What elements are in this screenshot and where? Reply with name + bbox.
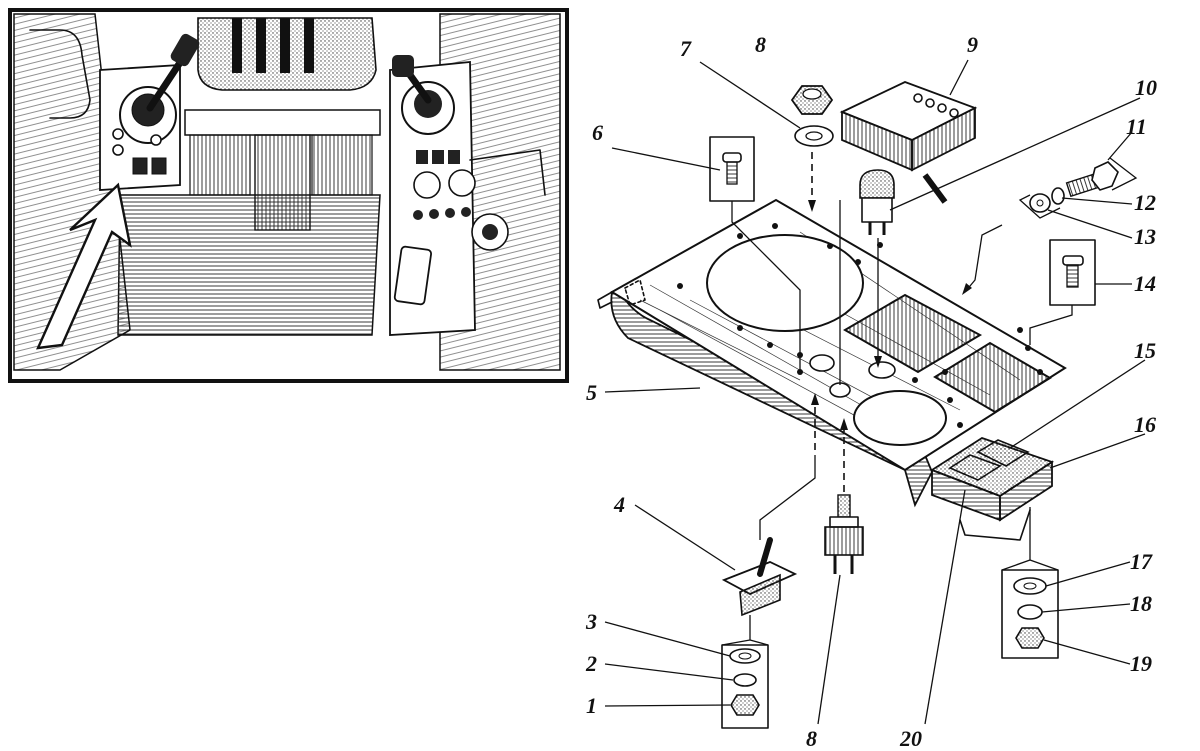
hole-lamp <box>868 361 896 379</box>
callout-10: 10 <box>1135 75 1157 100</box>
callout-labels: 1 2 3 4 5 6 7 8 8 9 10 11 12 13 14 15 16… <box>585 32 1157 751</box>
callout-13: 13 <box>1134 224 1156 249</box>
hole-toggle <box>809 354 835 372</box>
callout-9: 9 <box>967 32 978 57</box>
switch-opening-2 <box>933 341 1052 414</box>
part-15-16-20-rocker-switch <box>930 437 1059 571</box>
location-arrow <box>36 182 132 350</box>
gauge-opening <box>853 390 947 446</box>
part-10-warning-lamp <box>859 169 895 368</box>
callout-19: 19 <box>1130 651 1152 676</box>
fuse-box <box>393 245 432 306</box>
part-11-13-bolt-washers <box>962 157 1138 295</box>
tach-opening <box>706 234 864 332</box>
parts-1-3-fasteners <box>721 644 769 729</box>
callout-2: 2 <box>585 651 597 676</box>
floor-mat <box>117 194 381 336</box>
gauge-right <box>448 169 476 197</box>
part-9-relay-block <box>839 81 978 204</box>
switch-opening-1 <box>843 293 983 374</box>
callout-7: 7 <box>680 36 692 61</box>
lock-washer-12 <box>1051 187 1065 205</box>
callout-20: 20 <box>899 726 922 751</box>
cab-interior-inset <box>8 8 569 383</box>
part-7-8-washer-nut <box>790 85 841 385</box>
callout-18: 18 <box>1130 591 1152 616</box>
callout-4: 4 <box>613 492 625 517</box>
callout-11: 11 <box>1126 114 1147 139</box>
gauge-left <box>413 171 441 199</box>
seat-slot <box>232 18 242 73</box>
callout-12: 12 <box>1134 190 1156 215</box>
nut-8 <box>790 85 834 115</box>
callout-5: 5 <box>586 380 597 405</box>
callout-15: 15 <box>1134 338 1156 363</box>
callout-16: 16 <box>1134 412 1156 437</box>
leader-lines <box>604 59 1146 725</box>
part-4-toggle-switch <box>721 393 819 646</box>
callout-8-top: 8 <box>755 32 766 57</box>
instrument-panel-body <box>597 198 1067 508</box>
callout-3: 3 <box>585 609 597 634</box>
center-console <box>254 134 311 231</box>
part-14-screw <box>1029 239 1096 345</box>
callout-6: 6 <box>592 120 603 145</box>
parts-17-19-fasteners <box>1001 569 1059 659</box>
callout-8-bottom: 8 <box>806 726 817 751</box>
callout-17: 17 <box>1130 549 1153 574</box>
callout-14: 14 <box>1134 271 1156 296</box>
callout-1: 1 <box>586 693 597 718</box>
part-8-push-button <box>824 418 864 574</box>
